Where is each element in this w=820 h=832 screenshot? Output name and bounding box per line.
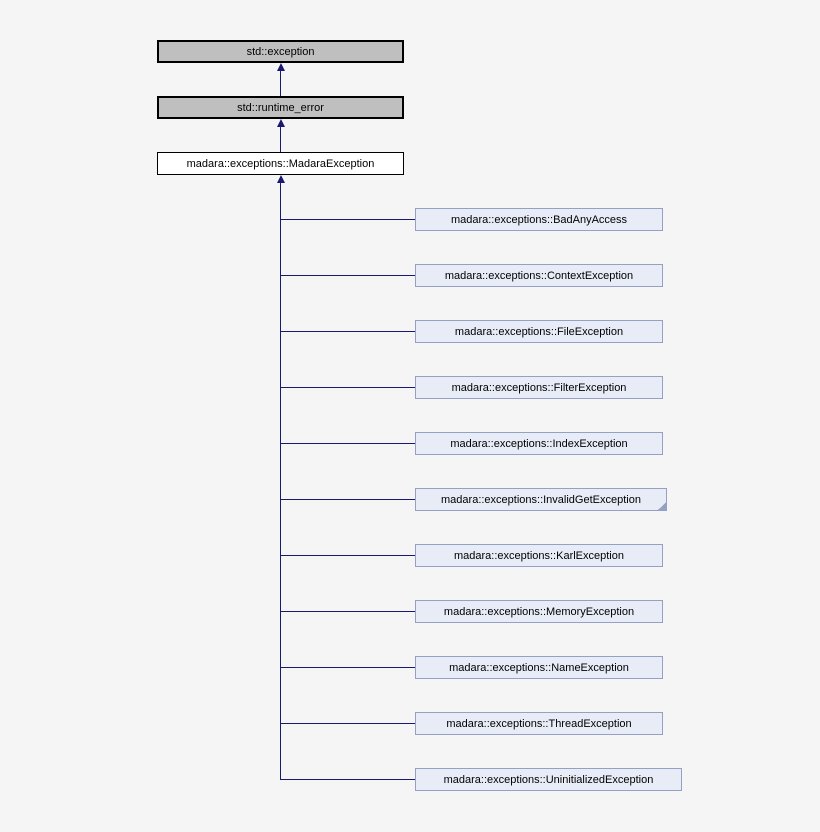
class-name-label: madara::exceptions::FileException: [454, 325, 624, 338]
truncated-corner-icon: [657, 501, 667, 511]
class-name-label: madara::exceptions::UninitializedExcepti…: [443, 773, 654, 786]
inheritance-edge: [280, 70, 281, 96]
class-name-label: madara::exceptions::MadaraException: [186, 157, 375, 170]
class-name-label: madara::exceptions::ContextException: [444, 269, 634, 282]
class-name-label: madara::exceptions::KarlException: [454, 549, 624, 562]
class-node[interactable]: madara::exceptions::IndexException: [415, 432, 663, 455]
inheritance-connector: [281, 275, 415, 276]
class-node-std-runtime-error: std::runtime_error: [157, 96, 404, 119]
inheritance-connector: [281, 555, 415, 556]
class-node[interactable]: madara::exceptions::NameException: [415, 656, 663, 679]
inheritance-arrow-icon: [277, 63, 285, 71]
inheritance-connector: [281, 723, 415, 724]
class-name-label: madara::exceptions::ThreadException: [446, 717, 632, 730]
class-node[interactable]: madara::exceptions::UninitializedExcepti…: [415, 768, 682, 791]
inheritance-trunk-edge: [280, 182, 281, 780]
inheritance-connector: [281, 331, 415, 332]
inheritance-connector: [281, 387, 415, 388]
inheritance-arrow-icon: [277, 175, 285, 183]
class-name-label: madara::exceptions::InvalidGetException: [441, 493, 641, 506]
class-node[interactable]: madara::exceptions::ContextException: [415, 264, 663, 287]
inheritance-connector: [281, 667, 415, 668]
inheritance-edge: [280, 126, 281, 152]
class-name-label: madara::exceptions::IndexException: [450, 437, 628, 450]
inheritance-connector: [281, 219, 415, 220]
class-node[interactable]: madara::exceptions::InvalidGetException: [415, 488, 667, 511]
inheritance-arrow-icon: [277, 119, 285, 127]
class-name-label: std::runtime_error: [237, 101, 324, 114]
class-name-label: madara::exceptions::BadAnyAccess: [450, 213, 628, 226]
class-node[interactable]: madara::exceptions::KarlException: [415, 544, 663, 567]
inheritance-connector: [281, 443, 415, 444]
class-node[interactable]: madara::exceptions::FileException: [415, 320, 663, 343]
class-name-label: std::exception: [246, 45, 315, 58]
class-name-label: madara::exceptions::MemoryException: [443, 605, 635, 618]
class-name-label: madara::exceptions::FilterException: [451, 381, 627, 394]
class-node[interactable]: madara::exceptions::MemoryException: [415, 600, 663, 623]
class-node[interactable]: madara::exceptions::BadAnyAccess: [415, 208, 663, 231]
inheritance-connector: [281, 611, 415, 612]
inheritance-connector: [281, 779, 415, 780]
class-node[interactable]: madara::exceptions::ThreadException: [415, 712, 663, 735]
inheritance-connector: [281, 499, 415, 500]
class-node[interactable]: madara::exceptions::FilterException: [415, 376, 663, 399]
class-node-madara-exception: madara::exceptions::MadaraException: [157, 152, 404, 175]
class-name-label: madara::exceptions::NameException: [449, 661, 629, 674]
class-node-std-exception: std::exception: [157, 40, 404, 63]
